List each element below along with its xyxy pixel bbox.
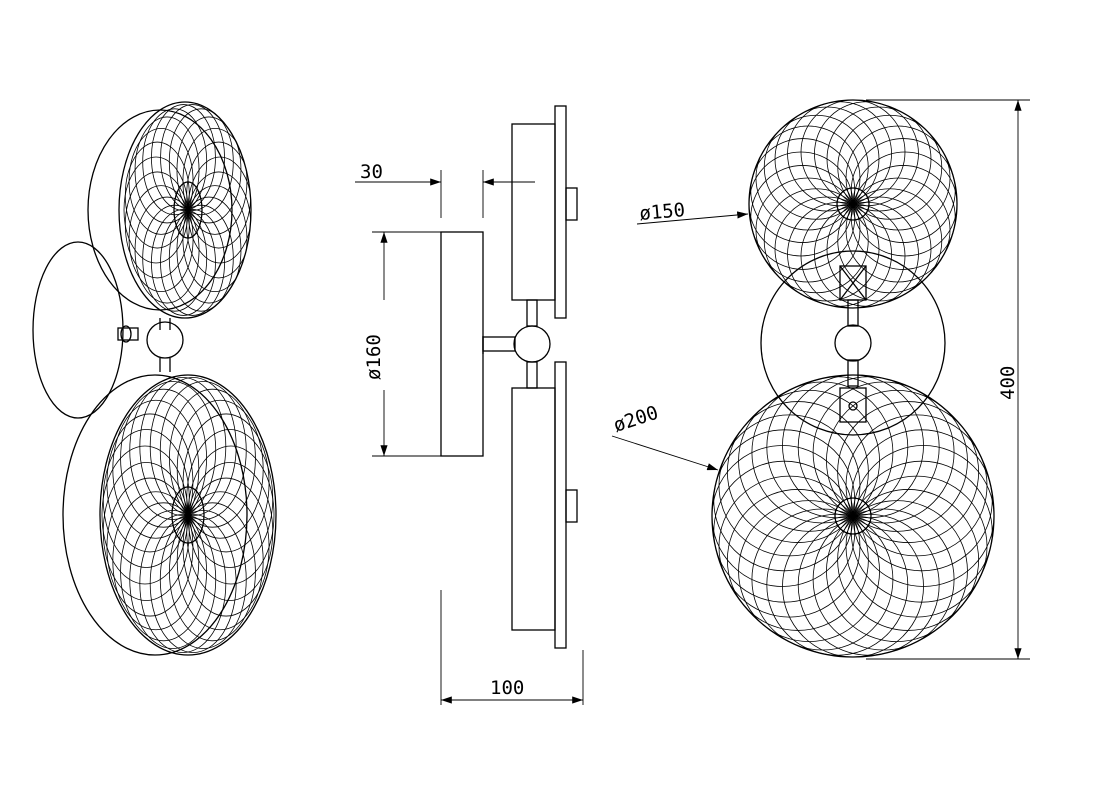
upper-shade-front xyxy=(118,101,252,319)
mesh-ring xyxy=(826,389,968,532)
dim-base-diameter: ø160 xyxy=(363,334,385,380)
mesh-ring xyxy=(169,388,256,528)
small-shade-mesh xyxy=(749,100,957,308)
mesh-ring xyxy=(182,477,270,617)
dim-arm-offset: 30 xyxy=(360,161,383,183)
perspective-view xyxy=(32,101,277,656)
upper-shade-mesh xyxy=(123,104,251,316)
large-shade-mesh xyxy=(712,375,994,657)
mesh-ring xyxy=(850,138,956,243)
mesh-ring xyxy=(120,388,207,528)
wall-screw xyxy=(117,327,139,341)
small-shade-center xyxy=(836,187,870,221)
mesh-ring xyxy=(102,429,190,568)
mesh-ring xyxy=(106,413,194,553)
mesh-ring xyxy=(101,445,189,585)
mesh-ring xyxy=(814,101,919,207)
front-wall-plate xyxy=(760,250,946,436)
mesh-ring xyxy=(134,116,200,224)
mesh-ring xyxy=(176,116,242,224)
wall-plate xyxy=(32,241,124,419)
dim-total-height: 400 xyxy=(997,366,1019,400)
mesh-ring xyxy=(852,445,994,587)
mesh-ring xyxy=(713,429,856,572)
dim-depth: 100 xyxy=(490,677,524,699)
mesh-ring xyxy=(139,377,227,516)
mesh-ring xyxy=(850,460,993,603)
wall-base xyxy=(440,231,484,457)
mesh-ring xyxy=(837,114,943,220)
mesh-ring xyxy=(182,127,248,235)
mesh-ring xyxy=(837,401,980,543)
dim-small-shade: ø150 xyxy=(639,199,687,225)
mesh-ring xyxy=(187,445,275,585)
mesh-ring xyxy=(151,104,216,211)
mesh-ring xyxy=(124,141,190,249)
joint-sphere xyxy=(146,321,184,359)
upper-shade-center xyxy=(173,181,203,239)
mesh-ring xyxy=(106,477,194,617)
mesh-ring xyxy=(713,460,856,603)
mesh-ring xyxy=(128,127,194,235)
mesh-ring xyxy=(797,513,940,656)
mesh-ring xyxy=(176,399,264,539)
mesh-ring xyxy=(826,106,932,212)
front-sphere xyxy=(834,324,872,362)
mesh-ring xyxy=(766,376,909,519)
dim-large-shade: ø200 xyxy=(611,402,661,437)
mesh-ring xyxy=(160,104,225,211)
mesh-ring xyxy=(712,445,854,587)
lower-shade-mesh xyxy=(101,377,275,653)
mesh-ring xyxy=(149,377,237,516)
side-view: 30 ø160 100 xyxy=(355,105,584,705)
lower-shade-side xyxy=(511,387,556,631)
side-sphere xyxy=(513,325,551,363)
mesh-ring xyxy=(186,429,274,568)
mesh-ring xyxy=(812,381,955,524)
lower-shade-back xyxy=(62,374,248,656)
lower-bracket xyxy=(839,387,867,423)
mesh-ring xyxy=(845,125,951,231)
mesh-ring xyxy=(845,414,988,557)
mesh-ring xyxy=(766,513,909,656)
mesh-ring xyxy=(782,375,924,517)
mesh-ring xyxy=(850,429,993,572)
mesh-ring xyxy=(782,515,924,657)
large-shade-center xyxy=(834,497,872,535)
front-view: ø150 ø200 400 xyxy=(611,99,1030,660)
upper-shade-back xyxy=(87,109,233,311)
lower-shade-front xyxy=(99,374,277,656)
mesh-ring xyxy=(182,413,270,553)
mesh-ring xyxy=(797,376,940,519)
mesh-ring xyxy=(112,399,200,539)
upper-shade-side xyxy=(511,123,556,301)
lower-shade-center xyxy=(171,486,205,544)
